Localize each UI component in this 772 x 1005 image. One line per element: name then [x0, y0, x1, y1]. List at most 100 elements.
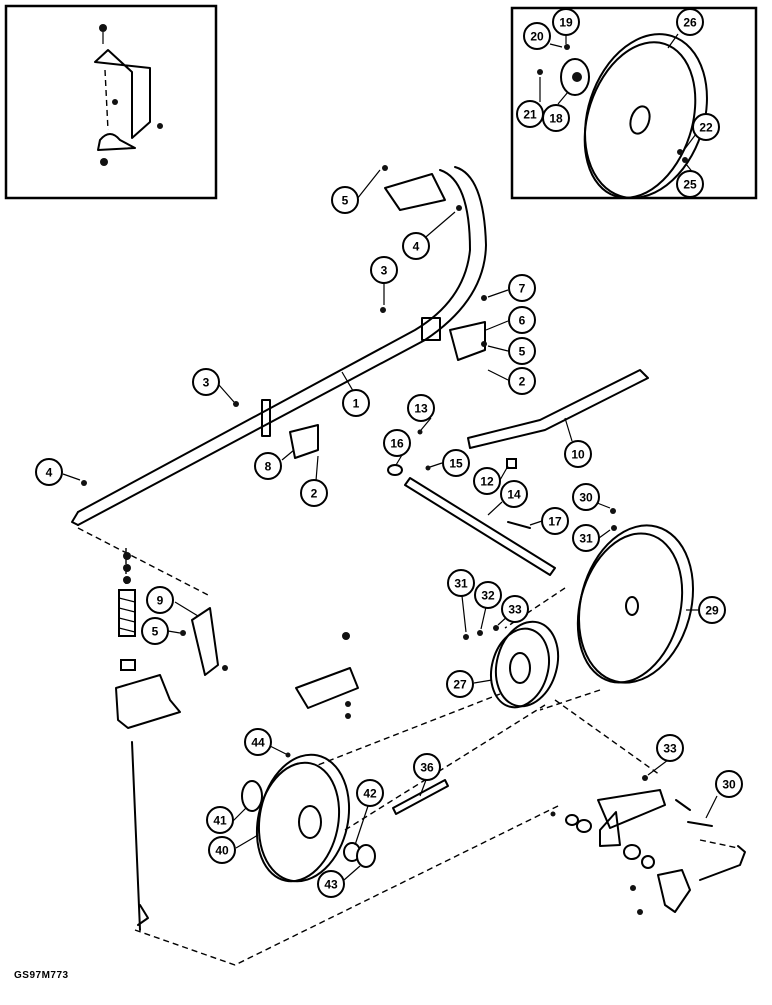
inset-bracket-plate — [94, 49, 151, 139]
callout-17: 17 — [541, 507, 569, 535]
callout-31-mid-label: 31 — [454, 577, 468, 591]
spring-mount — [115, 674, 181, 729]
bearing-43 — [356, 844, 376, 868]
inset-bearing-bore — [572, 72, 582, 82]
leader-16 — [395, 454, 403, 466]
shaft-36 — [392, 779, 449, 815]
belt-lower-b — [344, 704, 546, 831]
spring-coil-1 — [118, 597, 136, 603]
inset-large-pulley — [583, 41, 697, 199]
inset-screw — [157, 123, 163, 129]
leader-41 — [231, 807, 247, 823]
center-nut-1 — [345, 701, 351, 707]
leader-27 — [473, 679, 493, 684]
leader-8 — [281, 449, 295, 461]
callout-13-label: 13 — [414, 402, 428, 416]
idler-linkage — [550, 699, 746, 915]
leader-9 — [174, 601, 199, 617]
spring-nut-3 — [123, 576, 131, 584]
callout-6: 6 — [508, 306, 536, 334]
callout-18: 18 — [542, 104, 570, 132]
callout-5-right-label: 5 — [519, 345, 526, 359]
idler-arm-lower — [599, 811, 621, 847]
callout-25-label: 25 — [683, 178, 697, 192]
callout-5-right: 5 — [508, 337, 536, 365]
callout-41: 41 — [206, 806, 234, 834]
spring-coil-4 — [118, 627, 136, 633]
nut-13 — [417, 429, 423, 435]
callout-22-label: 22 — [699, 121, 713, 135]
frame-top-bracket — [384, 173, 446, 211]
callout-16-label: 16 — [390, 437, 404, 451]
callout-balloons: 1 2 2 3 3 4 4 5 5 5 6 7 8 9 10 12 13 14 … — [35, 8, 743, 898]
inset-clamp — [97, 133, 136, 151]
callout-16: 16 — [383, 429, 411, 457]
callout-29: 29 — [698, 596, 726, 624]
frame-tab-right — [421, 317, 441, 341]
inset-nut-25 — [682, 157, 688, 163]
callout-44-label: 44 — [251, 736, 265, 750]
bolt-12 — [506, 458, 517, 469]
belt-upper-b — [539, 689, 601, 711]
frame-tube-upper — [77, 169, 471, 513]
linkage-bushing — [576, 819, 592, 833]
arm-10 — [467, 369, 649, 449]
bracket-6 — [449, 321, 486, 361]
callout-10-label: 10 — [571, 448, 585, 462]
bolt-4-top — [456, 205, 462, 211]
callout-33-mid-label: 33 — [508, 603, 522, 617]
callout-44: 44 — [244, 728, 272, 756]
bolt-30-upper — [610, 508, 616, 514]
callout-32: 32 — [474, 581, 502, 609]
leader-43 — [343, 865, 361, 881]
washer-32 — [477, 630, 483, 636]
leader-7 — [487, 289, 509, 298]
bolt-9 — [222, 665, 228, 671]
lever-bolt — [637, 909, 643, 915]
callout-40-label: 40 — [215, 844, 229, 858]
callout-1-label: 1 — [353, 397, 360, 411]
nut-5-left — [180, 630, 186, 636]
frame-tab — [261, 399, 271, 437]
center-bolt — [342, 632, 350, 640]
leader-20 — [549, 43, 563, 48]
callout-5-top-label: 5 — [342, 194, 349, 208]
pulley-27-face — [490, 627, 550, 709]
bolt-4-left — [81, 480, 87, 486]
spring-coil-3 — [118, 617, 136, 623]
dash-frame-to-spring — [77, 527, 211, 597]
callout-26-label: 26 — [683, 16, 697, 30]
inset-bolt-21 — [537, 69, 543, 75]
bearing-33-low — [642, 775, 648, 781]
callout-18-label: 18 — [549, 112, 563, 126]
callout-13: 13 — [407, 394, 435, 422]
inset-nut-19 — [564, 44, 570, 50]
callout-33-low-label: 33 — [663, 742, 677, 756]
frame-tube-lower — [77, 166, 487, 526]
callout-4-left: 4 — [35, 458, 63, 486]
callout-20: 20 — [523, 22, 551, 50]
callout-30-lower-label: 30 — [722, 778, 736, 792]
linkage-nut — [641, 855, 655, 869]
callout-9-label: 9 — [157, 594, 164, 608]
callout-3-lower: 3 — [192, 368, 220, 396]
figure-code: GS97M773 — [14, 970, 69, 981]
nut-3-upper — [380, 307, 386, 313]
leader-5-left — [167, 630, 181, 634]
pulley-29 — [576, 524, 695, 684]
callout-17-label: 17 — [548, 515, 562, 529]
spring-nut-1 — [123, 552, 131, 560]
inset-pulley — [510, 6, 758, 200]
leader-40 — [235, 834, 259, 849]
callout-36: 36 — [413, 753, 441, 781]
key-17 — [507, 521, 531, 529]
inset-bracket — [4, 4, 218, 200]
callout-2-lower-label: 2 — [311, 487, 318, 501]
callout-8: 8 — [254, 452, 282, 480]
callout-19-label: 19 — [559, 16, 573, 30]
callout-21-label: 21 — [523, 108, 537, 122]
spring-coil-2 — [118, 607, 136, 613]
dash-rod-to-linkage — [134, 804, 561, 966]
inset-clamp-nut — [100, 158, 108, 166]
